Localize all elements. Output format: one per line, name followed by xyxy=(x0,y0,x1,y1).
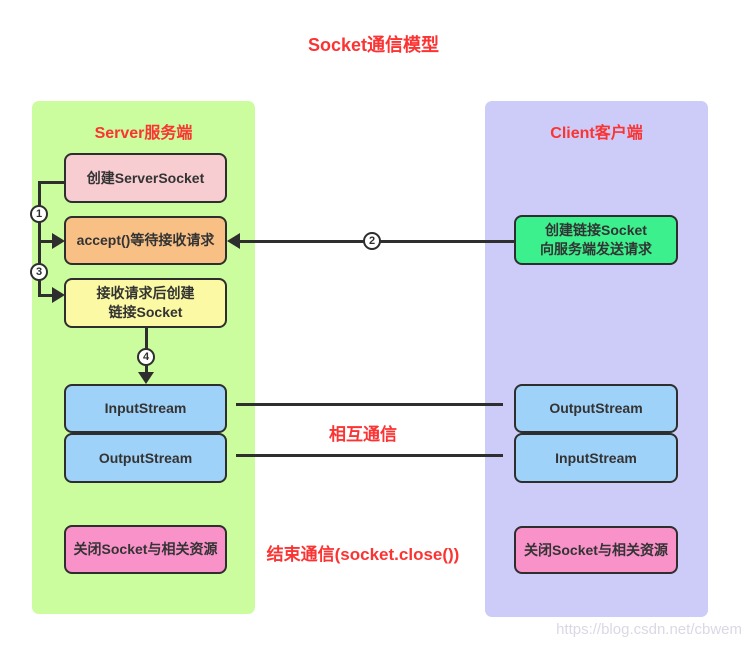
server-panel-header: Server服务端 xyxy=(94,125,193,142)
server-box-outputstream: OutputStream xyxy=(64,433,227,483)
server-box-inputstream: InputStream xyxy=(64,384,227,433)
server-box-create-link-socket: 接收请求后创建 链接Socket xyxy=(64,278,227,328)
arrowhead-into-accept-left-icon xyxy=(227,233,240,249)
branch-line-step1 xyxy=(38,240,54,243)
server-box-create-serversocket: 创建ServerSocket xyxy=(64,153,227,203)
server-box-close-socket: 关闭Socket与相关资源 xyxy=(64,525,227,574)
step-4-badge: 4 xyxy=(137,348,155,366)
arrowhead-into-link-socket-icon xyxy=(52,287,65,303)
branch-line-step3 xyxy=(38,294,54,297)
mutual-communication-label: 相互通信 xyxy=(329,425,397,444)
diagram-title: Socket通信模型 xyxy=(307,35,440,55)
arrowhead-into-accept-icon xyxy=(52,233,65,249)
server-box-accept: accept()等待接收请求 xyxy=(64,216,227,265)
connector-vertical-line xyxy=(38,181,41,297)
client-box-inputstream: InputStream xyxy=(514,433,678,483)
client-panel-header: Client客户端 xyxy=(550,125,643,142)
step-3-badge: 3 xyxy=(30,263,48,281)
arrowhead-down-inputstream-icon xyxy=(138,372,154,384)
connector-top-horizontal-line xyxy=(38,181,65,184)
stream-link-line-top xyxy=(236,403,503,406)
client-box-close-socket: 关闭Socket与相关资源 xyxy=(514,526,678,574)
watermark: https://blog.csdn.net/cbwem xyxy=(556,621,742,638)
client-box-create-socket: 创建链接Socket 向服务端发送请求 xyxy=(514,215,678,265)
end-communication-label: 结束通信(socket.close()) xyxy=(266,545,460,564)
stream-link-line-bottom xyxy=(236,454,503,457)
client-box-outputstream: OutputStream xyxy=(514,384,678,433)
step-1-badge: 1 xyxy=(30,205,48,223)
step-2-badge: 2 xyxy=(363,232,381,250)
